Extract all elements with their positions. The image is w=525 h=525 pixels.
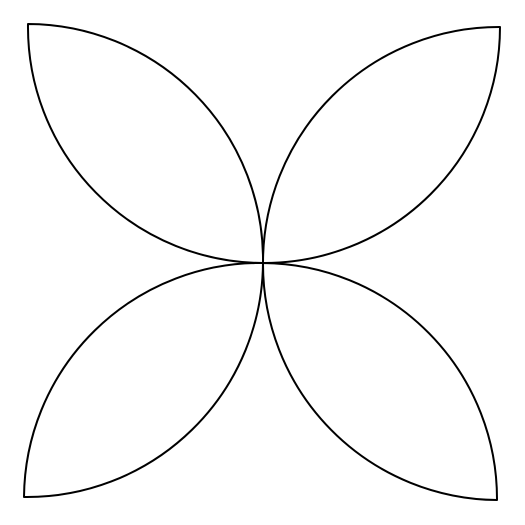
petal-bottom-right [261, 262, 499, 501]
